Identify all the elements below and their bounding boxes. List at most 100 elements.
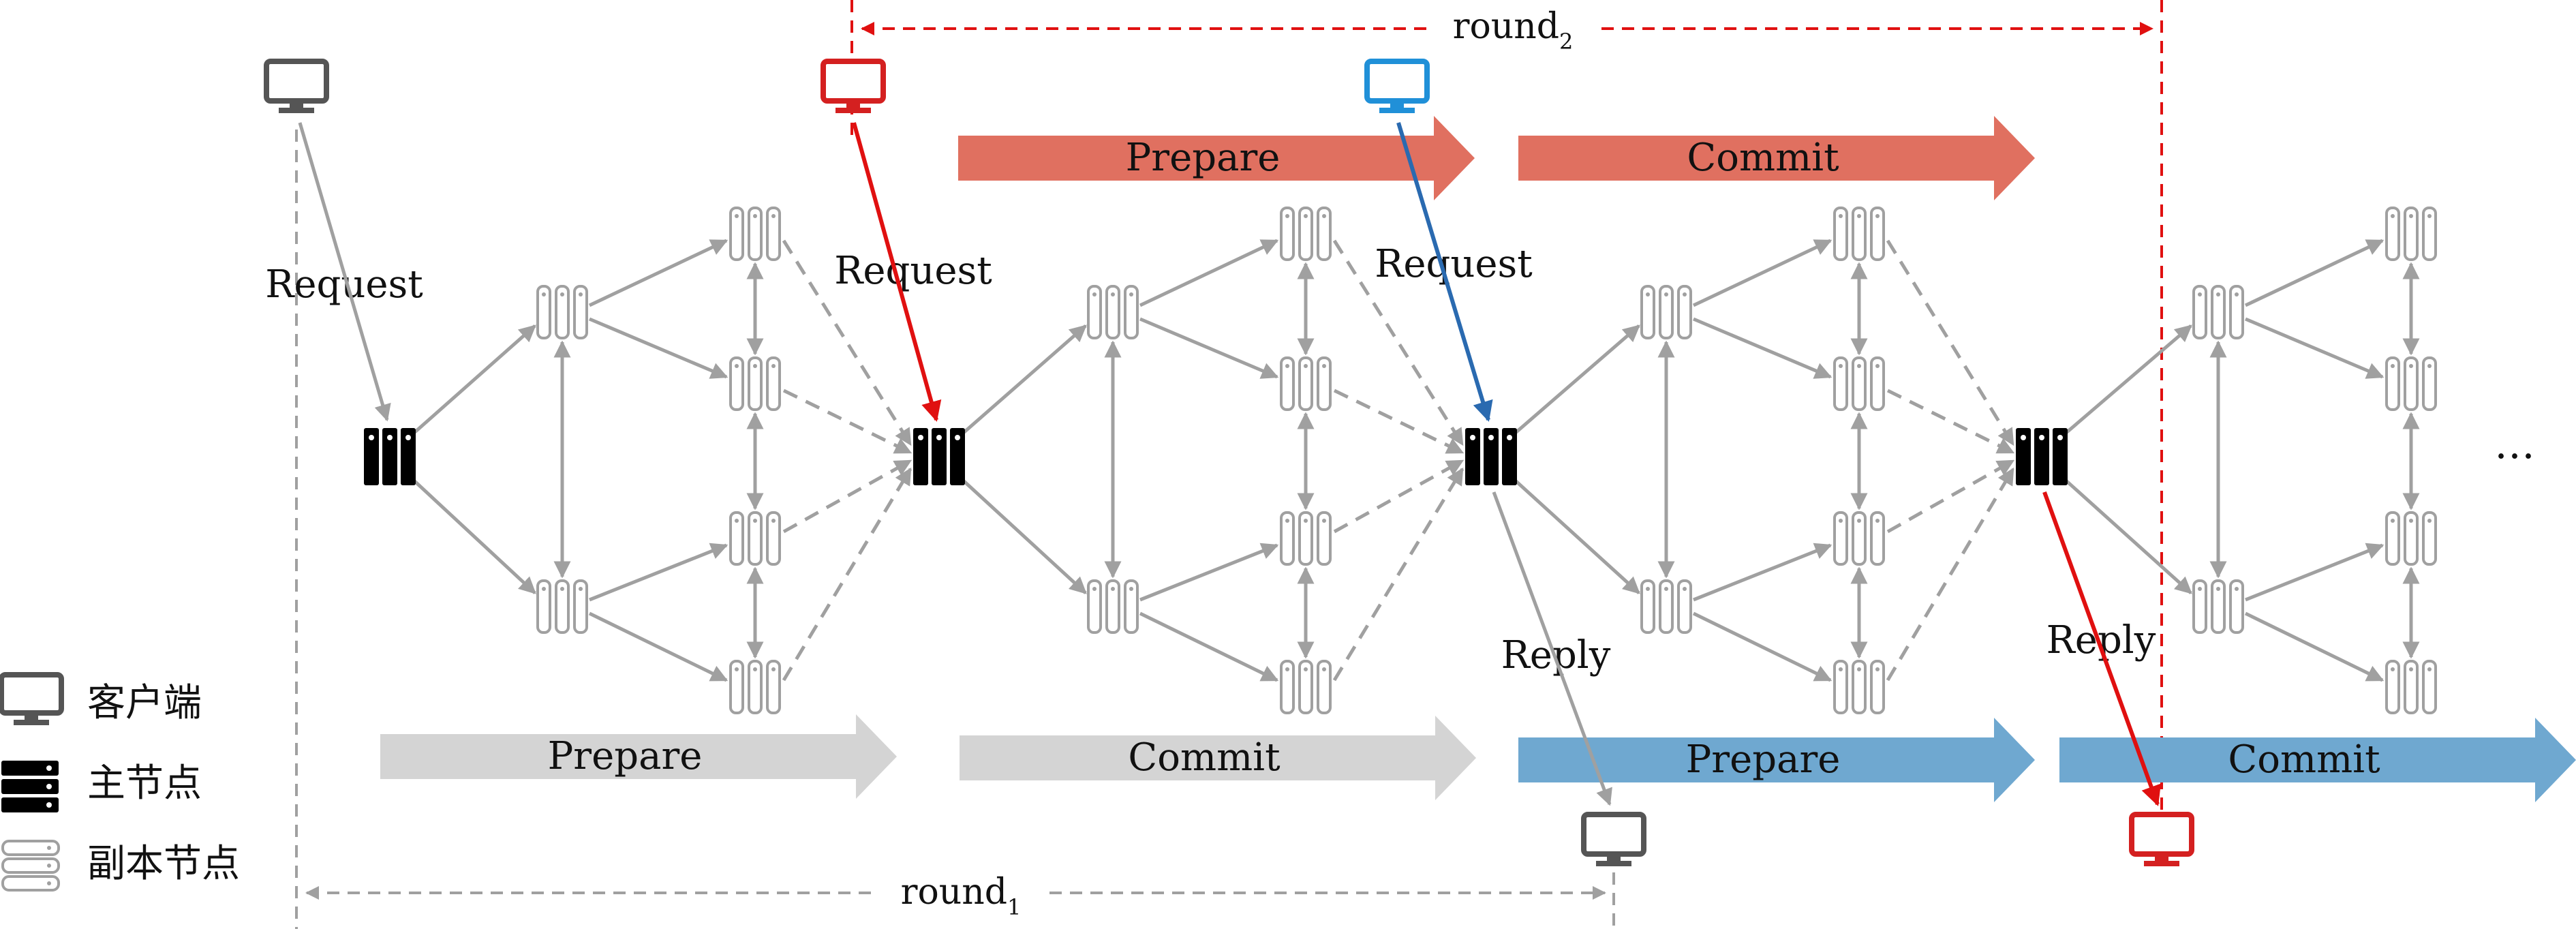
- edge-a-r2-1: [589, 317, 729, 379]
- edge-dashed-r2-next-3: [1886, 389, 2015, 455]
- replica-node-a-3: [1640, 285, 1692, 339]
- phase-prepare-gray-label: Prepare: [548, 734, 703, 778]
- phase-prepare-red: Prepare: [958, 116, 1475, 200]
- replica-node-r4-1: [729, 660, 781, 714]
- edge-b-r4-2: [1139, 611, 1279, 682]
- round2-label: round2: [1453, 6, 1574, 55]
- edge-primary-a-4: [2061, 324, 2192, 438]
- client-icon-2: [821, 59, 886, 113]
- replica-node-r3-1: [729, 511, 781, 566]
- phase-commit-blue: Commit: [2059, 718, 2576, 802]
- replica-node-a-4: [2192, 285, 2244, 339]
- replica-node-r3-2: [1280, 511, 1332, 566]
- request-label-3: Request: [1375, 242, 1533, 286]
- phase-prepare-red-label: Prepare: [1126, 136, 1281, 180]
- primary-node-1: [364, 428, 416, 485]
- legend-replica-label: 副本节点: [87, 842, 240, 886]
- replica-node-r2-4: [2385, 356, 2437, 411]
- client-icon-reply-2: [2129, 812, 2194, 866]
- edge-primary-b-2: [958, 476, 1087, 594]
- request-line-2: [852, 122, 942, 422]
- phase-prepare-gray: Prepare: [380, 714, 897, 799]
- edge-b-r4-3: [1692, 611, 1833, 682]
- edge-primary-b-3: [1510, 476, 1640, 594]
- edge-dashed-r2-next-2: [1333, 389, 1465, 455]
- edge-primary-a-2: [958, 324, 1087, 438]
- reply-line-2: [2042, 491, 2161, 806]
- replica-node-b-1: [536, 579, 588, 634]
- replica-node-r1-4: [2385, 207, 2437, 261]
- edge-b-r4-4: [2244, 611, 2385, 682]
- clients: [264, 59, 2194, 866]
- replica-node-r1-1: [729, 207, 781, 261]
- edge-primary-b-4: [2061, 476, 2192, 594]
- network-nodes: [364, 207, 2437, 714]
- replica-node-r4-4: [2385, 660, 2437, 714]
- edge-a-r2-3: [1693, 317, 1833, 379]
- phase-commit-gray-label: Commit: [1128, 735, 1281, 780]
- replica-node-r2-3: [1833, 356, 1885, 411]
- round1-label: round1: [901, 872, 1022, 920]
- replica-node-r4-2: [1280, 660, 1332, 714]
- phase-commit-red: Commit: [1518, 116, 2035, 200]
- edge-primary-b-1: [409, 476, 536, 594]
- svg-text:round2: round2: [1453, 6, 1574, 55]
- edge-dashed-r3-next-2: [1333, 459, 1465, 534]
- replica-node-r1-3: [1833, 207, 1885, 261]
- reply-line-1: [1492, 491, 1612, 806]
- edge-a-r2-4: [2245, 317, 2385, 379]
- replica-node-b-2: [1087, 579, 1139, 634]
- primary-node-3: [1465, 428, 1517, 485]
- replica-node-b-3: [1640, 579, 1692, 634]
- edge-b-r3-2: [1139, 543, 1279, 602]
- primary-node-2: [913, 428, 965, 485]
- replica-node-r4-3: [1833, 660, 1885, 714]
- edge-primary-a-3: [1510, 324, 1640, 438]
- request-label-2: Request: [834, 249, 992, 293]
- request-line-3: [1396, 122, 1493, 422]
- edge-dashed-r1-next-2: [1332, 239, 1465, 446]
- edge-dashed-r1-next-1: [782, 239, 913, 446]
- edge-dashed-r1-next-3: [1886, 239, 2015, 446]
- legend: 客户端 主节点 副本节点: [0, 672, 240, 892]
- edge-dashed-r2-next-1: [782, 389, 913, 455]
- legend-primary-label: 主节点: [87, 761, 202, 806]
- replica-node-r3-4: [2385, 511, 2437, 566]
- replica-node-r3-3: [1833, 511, 1885, 566]
- edge-dashed-r3-next-3: [1886, 459, 2015, 534]
- phase-prepare-blue: Prepare: [1518, 718, 2035, 802]
- edge-b-r4-1: [588, 611, 729, 682]
- phase-commit-red-label: Commit: [1687, 136, 1839, 180]
- edge-b-r3-4: [2245, 543, 2385, 602]
- primary-node-4: [2016, 428, 2068, 485]
- phase-commit-gray: Commit: [960, 716, 1476, 800]
- edge-a-r1-3: [1692, 239, 1833, 307]
- legend-replica-icon: [1, 840, 60, 892]
- replica-node-a-1: [536, 285, 588, 339]
- round-guides: [295, 0, 2163, 929]
- client-icon-1: [264, 59, 329, 113]
- replica-node-r1-2: [1280, 207, 1332, 261]
- legend-client-label: 客户端: [87, 681, 202, 725]
- edge-a-r2-2: [1139, 317, 1279, 379]
- replica-node-r2-2: [1280, 356, 1332, 411]
- client-icon-reply-1: [1581, 812, 1646, 866]
- svg-text:round1: round1: [901, 872, 1022, 920]
- legend-client-icon: [0, 672, 64, 725]
- replica-node-r2-1: [729, 356, 781, 411]
- edge-b-r3-1: [589, 543, 729, 602]
- edge-primary-a-1: [409, 324, 536, 438]
- edge-dashed-r3-next-1: [782, 459, 913, 534]
- replica-node-a-2: [1087, 285, 1139, 339]
- edge-dashed-r4-next-3: [1886, 467, 2015, 682]
- edge-b-r3-3: [1693, 543, 1833, 602]
- ellipsis: …: [2494, 421, 2535, 468]
- edge-dashed-r4-next-1: [782, 467, 913, 682]
- phase-prepare-blue-label: Prepare: [1686, 737, 1841, 782]
- edge-a-r1-1: [588, 239, 729, 307]
- phase-commit-blue-label: Commit: [2228, 737, 2380, 782]
- client-messages: [298, 122, 2161, 806]
- reply-label-2: Reply: [2046, 618, 2156, 663]
